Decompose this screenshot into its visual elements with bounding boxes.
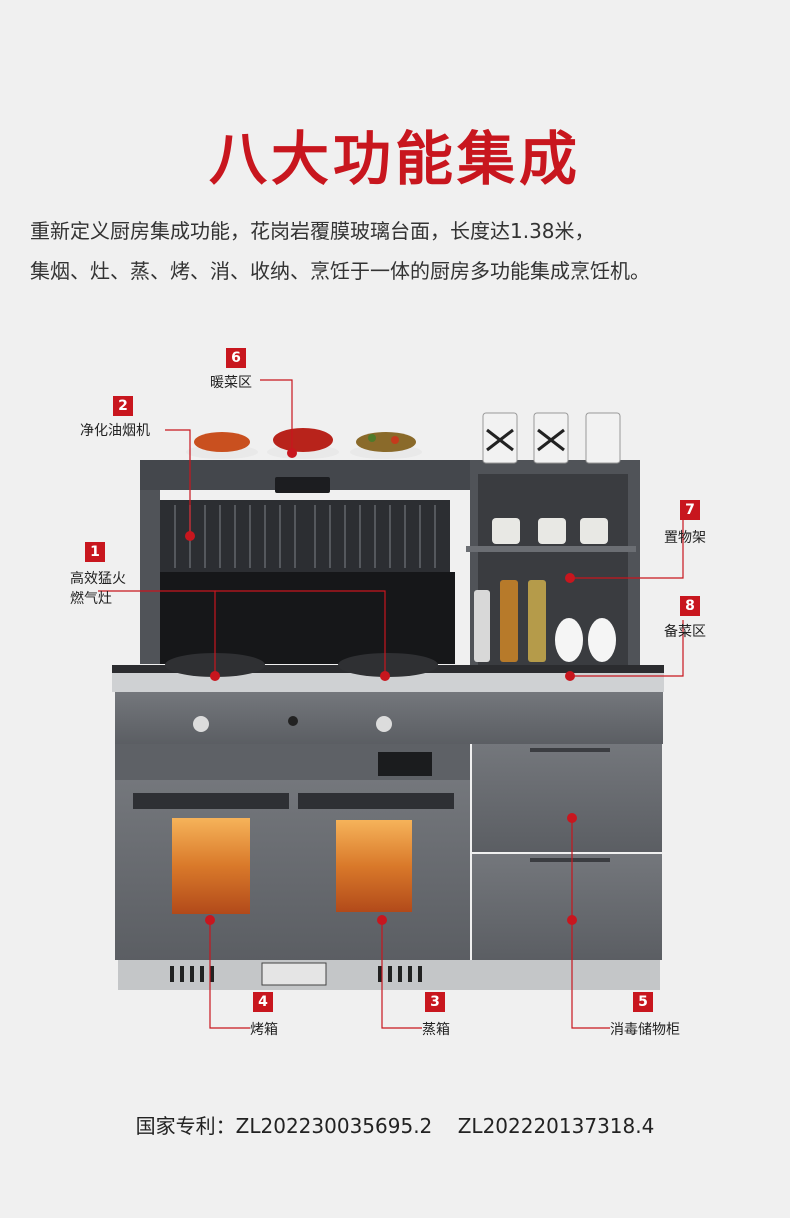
steamer-window bbox=[336, 820, 412, 912]
oven-control-display bbox=[378, 752, 432, 776]
hood-filter bbox=[160, 500, 450, 572]
patent-number-1: ZL202230035695.2 bbox=[235, 1114, 433, 1138]
callout-label-shelf: 置物架 bbox=[664, 530, 706, 546]
callout-badge-4: 4 bbox=[253, 992, 273, 1012]
patent-label: 国家专利： bbox=[135, 1114, 236, 1138]
callout-label-stove: 高效猛火 bbox=[70, 571, 126, 587]
callout-badge-8: 8 bbox=[680, 596, 700, 616]
callout-badge-3: 3 bbox=[425, 992, 445, 1012]
warming-dishes bbox=[186, 428, 422, 459]
hood-display-panel bbox=[275, 477, 330, 493]
patent-line: 国家专利：ZL202230035695.2 ZL202220137318.4 bbox=[0, 1110, 790, 1139]
callout-label-warming: 暖菜区 bbox=[210, 375, 252, 391]
callout-label-stove-2: 燃气灶 bbox=[70, 591, 112, 607]
callout-badge-5: 5 bbox=[633, 992, 653, 1012]
callout-badge-7: 7 bbox=[680, 500, 700, 520]
disinfection-drawer-top[interactable] bbox=[472, 744, 662, 852]
steamer-handle[interactable] bbox=[298, 793, 454, 809]
headline: 八大功能集成 bbox=[208, 125, 581, 193]
disinfection-drawer-bottom[interactable] bbox=[472, 854, 662, 960]
callout-label-hood: 净化油烟机 bbox=[80, 423, 150, 439]
callout-badge-6: 6 bbox=[226, 348, 246, 368]
description-line-1: 重新定义厨房集成功能，花岗岩覆膜玻璃台面，长度达1.38米， bbox=[30, 219, 595, 243]
patent-number-2: ZL202220137318.4 bbox=[457, 1114, 655, 1138]
callout-badge-2: 2 bbox=[113, 396, 133, 416]
description-line-2: 集烟、灶、蒸、烤、消、收纳、烹饪于一体的厨房多功能集成烹饪机。 bbox=[30, 259, 650, 283]
callout-label-cabinet: 消毒储物柜 bbox=[610, 1022, 680, 1038]
callout-label-prep: 备菜区 bbox=[664, 624, 706, 640]
cups bbox=[492, 518, 608, 544]
callout-lines bbox=[98, 379, 684, 1029]
oven-handle[interactable] bbox=[133, 793, 289, 809]
countertop bbox=[112, 670, 664, 692]
callout-badge-1: 1 bbox=[85, 542, 105, 562]
left-knob[interactable] bbox=[193, 716, 209, 732]
callout-label-steamer: 蒸箱 bbox=[422, 1022, 450, 1038]
oil-bottles bbox=[474, 580, 616, 662]
right-knob[interactable] bbox=[376, 716, 392, 732]
backsplash bbox=[155, 572, 455, 664]
callout-dots bbox=[185, 448, 577, 925]
canisters bbox=[482, 412, 621, 464]
callout-label-oven: 烤箱 bbox=[250, 1022, 278, 1038]
oven-window bbox=[172, 818, 250, 914]
